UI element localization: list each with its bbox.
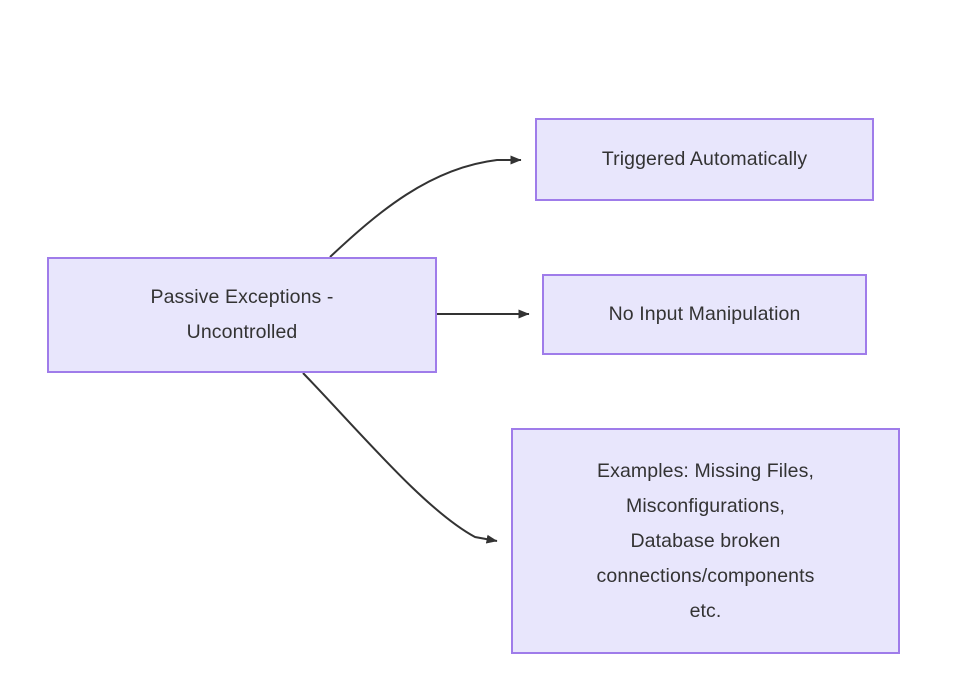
edge-source-examples [302,372,498,544]
node-label: Triggered Automatically [601,148,808,170]
node-no-input-manipulation[interactable]: No Input Manipulation [542,274,867,355]
node-label: Passive Exceptions - Uncontrolled [150,286,334,343]
edge-source-triggered [329,155,522,258]
node-examples[interactable]: Examples: Missing Files, Misconfiguratio… [511,428,900,654]
node-passive-exceptions-uncontrolled[interactable]: Passive Exceptions - Uncontrolled [47,257,437,373]
node-triggered-automatically[interactable]: Triggered Automatically [535,118,874,201]
node-label: No Input Manipulation [608,303,801,325]
node-label: Examples: Missing Files, Misconfiguratio… [596,459,815,622]
